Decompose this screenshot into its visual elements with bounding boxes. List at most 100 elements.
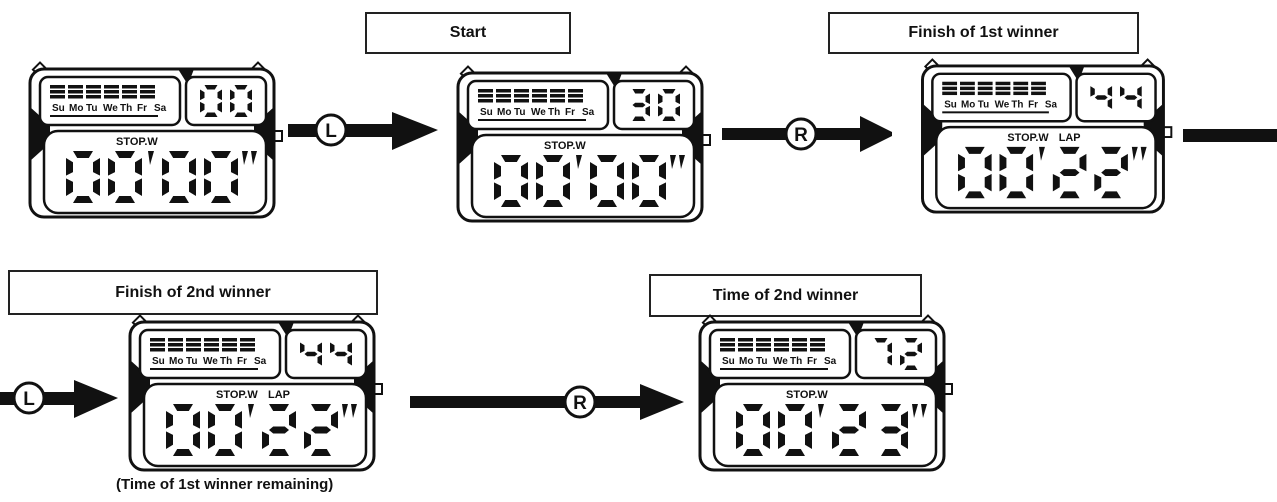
second-mark-2 — [351, 404, 357, 418]
digit-4 — [330, 342, 352, 366]
digit-2 — [832, 404, 866, 456]
day-label-fr: Fr — [565, 107, 575, 118]
day-label-mo: Mo — [169, 356, 183, 367]
digit-3 — [881, 404, 908, 456]
small-digits — [874, 338, 922, 370]
mode-label: STOP.W — [216, 389, 258, 401]
digit-2 — [304, 404, 338, 456]
digit-0 — [166, 404, 200, 456]
day-bars — [478, 89, 586, 121]
digit-2 — [1052, 146, 1087, 199]
digit-4 — [1119, 86, 1142, 109]
day-label-tu: Tu — [978, 99, 989, 110]
label-time-2nd-winner: Time of 2nd winner — [649, 274, 922, 317]
day-label-sa: Sa — [824, 356, 837, 367]
day-label-su: Su — [52, 103, 65, 114]
digit-0 — [230, 85, 252, 117]
day-panel — [466, 79, 610, 131]
day-label-tu: Tu — [186, 356, 197, 367]
frame-top-notch — [848, 322, 864, 338]
digit-0 — [536, 155, 570, 207]
digit-2 — [1094, 146, 1128, 199]
digit-0 — [204, 151, 238, 203]
arrow-continue-line — [1183, 129, 1277, 142]
day-label-sa: Sa — [582, 107, 595, 118]
second-mark-2 — [921, 404, 927, 418]
day-label-sa: Sa — [154, 103, 167, 114]
digit-0 — [108, 151, 142, 203]
digit-4 — [1090, 86, 1113, 109]
arrow-press-l-2: L — [0, 380, 118, 418]
digit-0 — [658, 89, 680, 121]
second-mark-1 — [242, 151, 248, 165]
digit-3 — [632, 89, 650, 121]
small-digits — [1090, 86, 1142, 109]
day-label-mo: Mo — [961, 99, 975, 110]
day-bars — [50, 85, 158, 117]
main-digits — [494, 155, 685, 207]
day-label-mo: Mo — [69, 103, 83, 114]
day-label-fr: Fr — [237, 356, 247, 367]
day-bars — [150, 338, 258, 370]
day-label-tu: Tu — [514, 107, 525, 118]
day-label-fr: Fr — [1028, 99, 1038, 110]
minute-mark — [576, 155, 582, 169]
minute-mark — [248, 404, 254, 418]
day-label-th: Th — [220, 356, 232, 367]
small-digit-panel — [612, 79, 696, 131]
label-finish-1st-winner: Finish of 1st winner — [828, 12, 1139, 54]
arrow-press-r-1: R — [722, 116, 892, 152]
mode-label: STOP.W — [116, 136, 158, 148]
small-digit-panel — [284, 328, 368, 380]
day-label-fr: Fr — [137, 103, 147, 114]
label-finish-2nd-winner: Finish of 2nd winner — [8, 270, 378, 315]
button-l-label: L — [325, 121, 337, 142]
second-mark-2 — [251, 151, 257, 165]
button-l-label-2: L — [23, 389, 35, 410]
digit-0 — [778, 404, 812, 456]
button-r-label: R — [794, 125, 808, 146]
digit-0 — [736, 404, 770, 456]
caption-time-1st-winner-remaining: (Time of 1st winner remaining) — [116, 476, 334, 493]
day-label-tu: Tu — [86, 103, 97, 114]
main-digits — [958, 146, 1147, 199]
digit-0 — [590, 155, 624, 207]
lap-label: LAP — [268, 389, 290, 401]
day-label-we: We — [531, 107, 546, 118]
mode-label: STOP.W — [1007, 132, 1049, 144]
day-panel — [708, 328, 852, 380]
digit-0 — [999, 146, 1034, 199]
day-label-th: Th — [790, 356, 802, 367]
second-mark-1 — [342, 404, 348, 418]
second-mark-2 — [1140, 146, 1147, 161]
label-start: Start — [365, 12, 571, 54]
second-mark-1 — [670, 155, 676, 169]
frame-top-notch — [178, 69, 194, 85]
minute-mark — [818, 404, 824, 418]
digit-2 — [262, 404, 296, 456]
frame-top-notch — [606, 73, 622, 89]
day-label-su: Su — [152, 356, 165, 367]
minute-mark — [148, 151, 154, 165]
digit-0 — [632, 155, 666, 207]
small-digits — [200, 85, 252, 117]
minute-mark — [1039, 146, 1045, 161]
digit-7 — [874, 338, 892, 366]
day-label-mo: Mo — [497, 107, 511, 118]
day-label-tu: Tu — [756, 356, 767, 367]
button-r-label-2: R — [573, 393, 587, 414]
lap-label: LAP — [1059, 132, 1081, 144]
digit-0 — [208, 404, 242, 456]
day-label-fr: Fr — [807, 356, 817, 367]
small-digit-panel — [1075, 72, 1157, 123]
digit-0 — [494, 155, 528, 207]
day-label-mo: Mo — [739, 356, 753, 367]
day-label-we: We — [203, 356, 218, 367]
day-label-su: Su — [480, 107, 493, 118]
day-label-we: We — [103, 103, 118, 114]
day-bars — [720, 338, 828, 370]
mode-label: STOP.W — [544, 140, 586, 152]
day-label-sa: Sa — [254, 356, 267, 367]
